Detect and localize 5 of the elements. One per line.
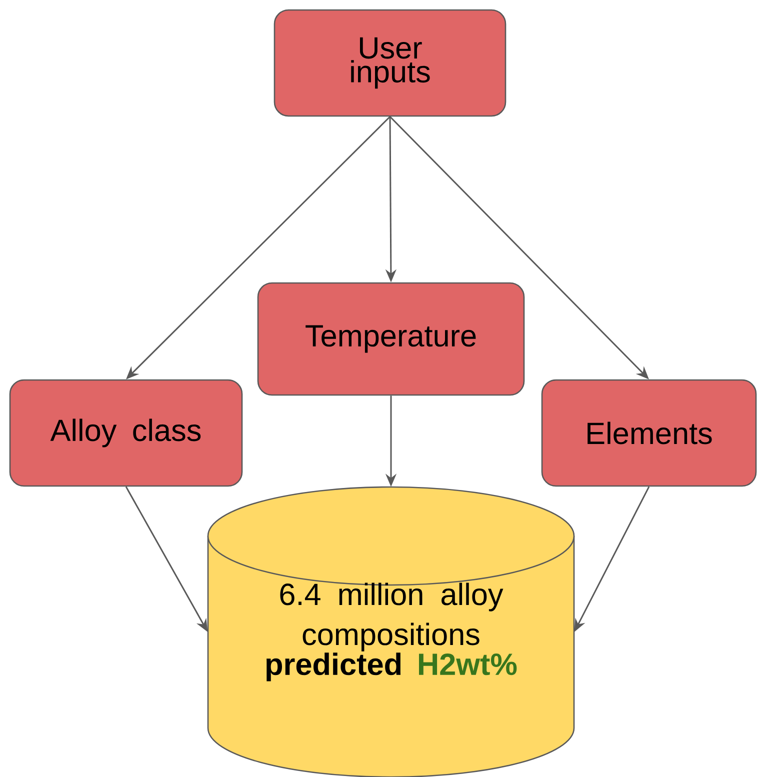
database-cylinder: 6.4 million alloy compositions predicted H2wt%	[207, 486, 575, 777]
process-box: Alloy class	[9, 379, 243, 487]
process-box: Temperature	[257, 282, 525, 396]
process-box: User inputs	[274, 9, 506, 117]
process-box: Elements	[541, 379, 757, 487]
